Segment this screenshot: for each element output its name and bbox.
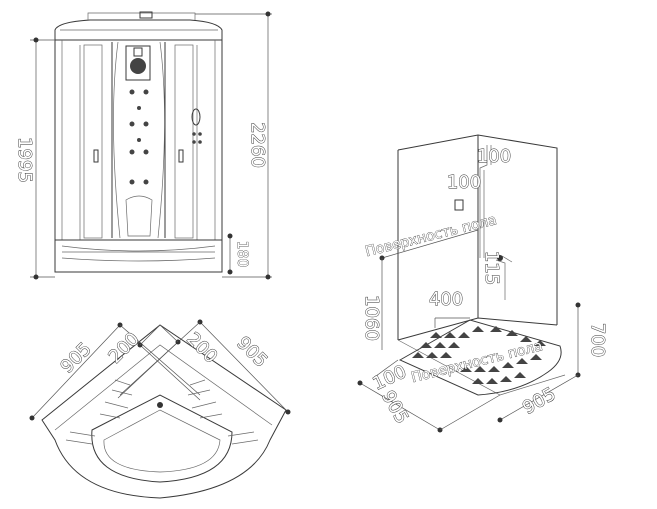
iso-wall-height-label: 1060: [361, 295, 382, 341]
plan-side-right-label: 905: [232, 333, 271, 372]
iso-outlet-offset-label: 100: [447, 172, 481, 193]
front-view: 1995 2260 180: [14, 11, 272, 280]
iso-width-left-label: 905: [377, 387, 412, 427]
plan-side-left-label: 905: [57, 339, 96, 378]
cabin-height-label: 1995: [14, 137, 35, 183]
tray-height-label: 180: [234, 241, 250, 268]
iso-top-offset-label: 100: [477, 146, 511, 167]
plan-offset-left-label: 200: [105, 329, 144, 368]
total-height-label: 2260: [247, 122, 268, 168]
plan-offset-right-label: 200: [182, 329, 221, 368]
iso-floor-offset-label: 400: [429, 289, 463, 310]
plan-view: 905 200 200 905: [29, 319, 291, 499]
isometric-view: 100 100 115 400 1060 700 100 905 905 Пов…: [357, 134, 608, 433]
iso-side-inlet-label: 115: [481, 251, 502, 285]
iso-pipe-height-label: 700: [587, 323, 608, 357]
